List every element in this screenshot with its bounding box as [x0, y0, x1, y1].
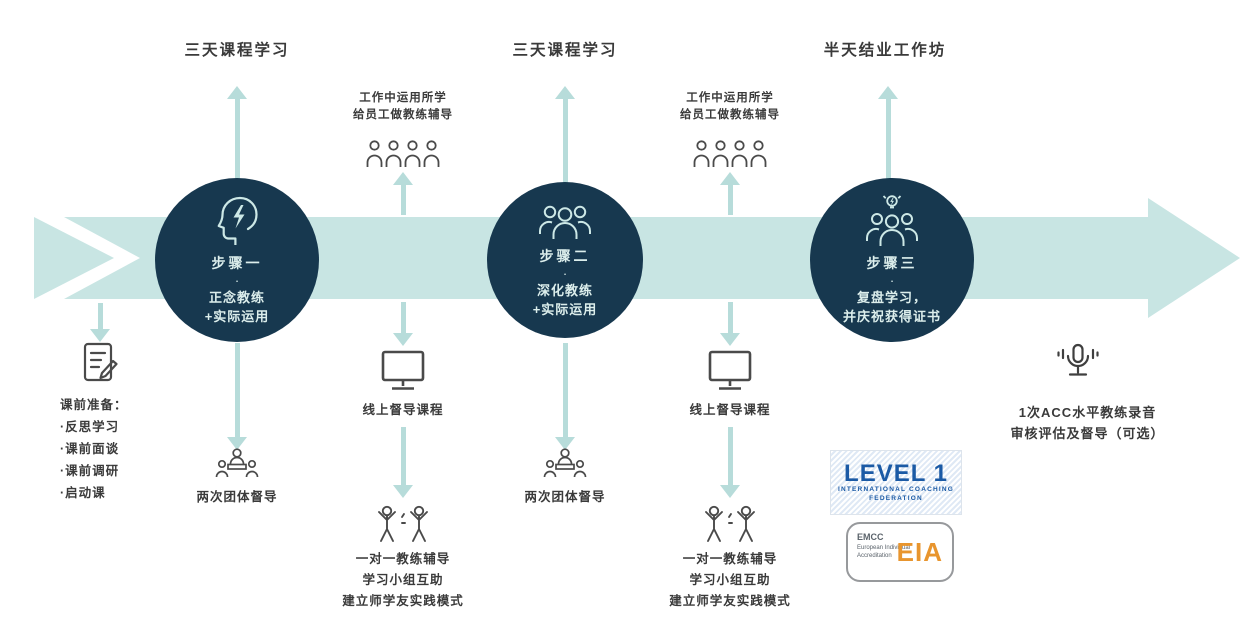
- monitor-icon: [708, 350, 752, 390]
- arrow-up-step1-head: [227, 86, 247, 99]
- acc-note-block: 1次ACC水平教练录音 审核评估及督导（可选）: [980, 402, 1195, 444]
- arrow-up-work2: [727, 185, 733, 215]
- top-label-1: 三天课程学习: [184, 42, 290, 59]
- band-start-chevron: [34, 217, 114, 299]
- top-label-2: 三天课程学习: [512, 42, 618, 59]
- arrow-down-practice1-head: [393, 485, 413, 498]
- work-callout-2: 工作中运用所学 给员工做教练辅导: [645, 90, 815, 124]
- work-callout-2-line1: 工作中运用所学: [686, 92, 774, 104]
- people-lightbulb-icon: [865, 194, 919, 246]
- step1-title: 步骤一: [211, 254, 263, 271]
- top-label-3: 半天结业工作坊: [823, 42, 947, 59]
- practice-2-line3: 建立师学友实践模式: [669, 594, 791, 608]
- practice-1-line3: 建立师学友实践模式: [342, 594, 464, 608]
- group-supervision-icon: [543, 448, 587, 478]
- group-supervision-icon: [215, 448, 259, 478]
- arrow-up-work1: [400, 185, 406, 215]
- arrow-down-online2: [727, 302, 733, 333]
- mind-head-lightning-icon: [217, 196, 258, 245]
- arrow-down-practice2-head: [720, 485, 740, 498]
- peer-practice-icon: [378, 505, 428, 542]
- practice-2-line1: 一对一教练辅导: [682, 552, 778, 566]
- step-circle-3: 步骤三 · 复盘学习， 并庆祝获得证书: [810, 178, 974, 342]
- work-callout-1-line1: 工作中运用所学: [359, 92, 447, 104]
- people-row-icon: [693, 140, 767, 167]
- online-course-label-1: 线上督导课程: [362, 403, 444, 417]
- step3-title: 步骤三: [866, 254, 918, 271]
- arrow-down-online2-head: [720, 333, 740, 346]
- group-supervision-label-2: 两次团体督导: [524, 490, 606, 504]
- emcc-org-line2: European Individual: [857, 545, 911, 551]
- pre-course-item-2: ·课前面谈: [60, 442, 120, 456]
- pre-course-item-3: ·课前调研: [60, 464, 120, 478]
- icf-level1-subtitle2: FEDERATION: [869, 495, 923, 503]
- acc-note-line2: 审核评估及督导（可选）: [1010, 426, 1165, 441]
- arrow-up-step3-head: [878, 86, 898, 99]
- peer-practice-icon: [705, 505, 755, 542]
- arrow-up-step1: [234, 99, 240, 179]
- work-callout-1: 工作中运用所学 给员工做教练辅导: [318, 90, 488, 124]
- work-callout-1-line2: 给员工做教练辅导: [353, 109, 453, 121]
- practice-block-1: 一对一教练辅导 学习小组互助 建立师学友实践模式: [318, 549, 488, 612]
- arrow-down-online1-head: [393, 333, 413, 346]
- group-supervision-label-1: 两次团体督导: [196, 490, 278, 504]
- icf-level1-subtitle: INTERNATIONAL COACHING: [837, 486, 955, 494]
- step3-line2: 并庆祝获得证书: [842, 309, 941, 324]
- icf-level1-badge: LEVEL 1 INTERNATIONAL COACHING FEDERATIO…: [830, 450, 962, 515]
- arrow-down-online1: [400, 302, 406, 333]
- step2-separator: ·: [562, 265, 568, 281]
- emcc-org-name: EMCC: [857, 532, 884, 542]
- arrow-up-work2-head: [720, 172, 740, 185]
- acc-note-line1: 1次ACC水平教练录音: [1018, 405, 1157, 420]
- arrow-up-work1-head: [393, 172, 413, 185]
- practice-1-line1: 一对一教练辅导: [355, 552, 451, 566]
- step3-separator: ·: [889, 272, 895, 288]
- practice-block-2: 一对一教练辅导 学习小组互助 建立师学友实践模式: [645, 549, 815, 612]
- pre-course-item-4: ·启动课: [60, 486, 106, 500]
- step-circle-2: 步骤二 · 深化教练 +实际运用: [487, 182, 643, 338]
- step1-line2: +实际运用: [204, 309, 270, 324]
- work-callout-2-line2: 给员工做教练辅导: [680, 109, 780, 121]
- arrow-up-step2: [562, 99, 568, 183]
- step2-line2: +实际运用: [532, 302, 598, 317]
- practice-1-line2: 学习小组互助: [362, 573, 444, 587]
- arrow-down-precourse-head: [90, 329, 110, 342]
- pre-course-title: 课前准备：: [60, 398, 128, 412]
- step1-separator: ·: [234, 272, 240, 288]
- arrow-down-step1: [234, 343, 240, 437]
- people-group-icon: [538, 205, 592, 239]
- microphone-icon: [1057, 343, 1099, 376]
- step1-line1: 正念教练: [208, 289, 265, 305]
- emcc-org-line3: Accreditation: [857, 553, 892, 559]
- step3-line1: 复盘学习，: [856, 289, 927, 305]
- arrow-up-step3: [885, 99, 891, 179]
- arrow-down-practice2: [727, 427, 733, 485]
- online-course-label-2: 线上督导课程: [689, 403, 771, 417]
- arrow-down-step2-head: [555, 437, 575, 450]
- arrow-up-step2-head: [555, 86, 575, 99]
- people-row-icon: [366, 140, 440, 167]
- emcc-eia-badge: EMCC European Individual Accreditation E…: [846, 522, 954, 582]
- pre-course-item-1: ·反思学习: [60, 420, 120, 434]
- arrow-down-precourse: [97, 303, 103, 329]
- icf-level1-title: LEVEL 1: [844, 460, 948, 488]
- practice-2-line2: 学习小组互助: [689, 573, 771, 587]
- monitor-icon: [381, 350, 425, 390]
- eia-title: EIA: [896, 537, 943, 567]
- arrow-down-step1-head: [227, 437, 247, 450]
- notes-pen-icon: [83, 342, 118, 382]
- arrow-down-practice1: [400, 427, 406, 485]
- step-circle-1: 步骤一 · 正念教练 +实际运用: [155, 178, 319, 342]
- arrow-down-step2: [562, 343, 568, 437]
- pre-course-block: 课前准备： ·反思学习 ·课前面谈 ·课前调研 ·启动课: [60, 394, 190, 504]
- step2-line1: 深化教练: [536, 282, 593, 298]
- step2-title: 步骤二: [539, 247, 591, 264]
